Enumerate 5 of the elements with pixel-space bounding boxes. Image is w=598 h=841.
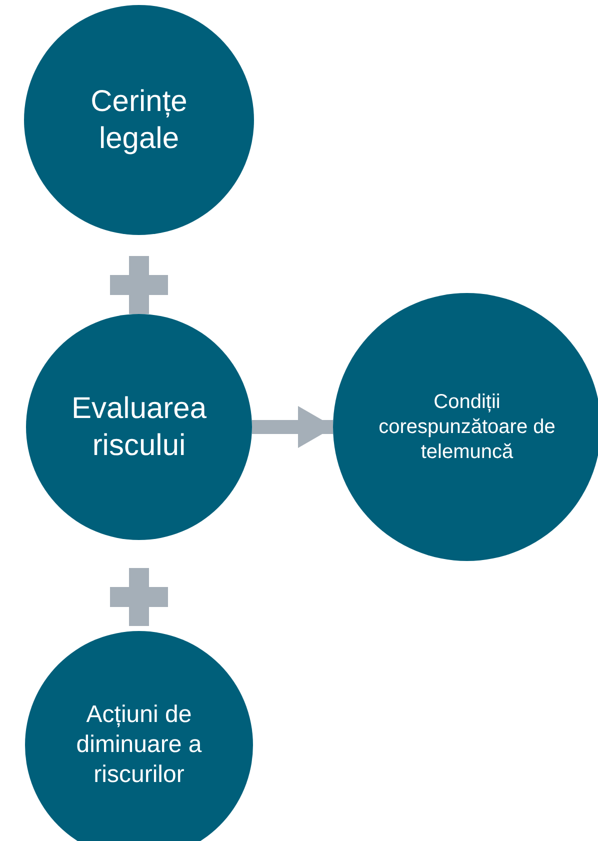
node-text: Evaluarea riscului — [70, 390, 208, 464]
node-text: Cerințe legale — [90, 84, 188, 157]
node-text: Acțiuni de diminuare a riscurilor — [75, 700, 203, 790]
arrow — [252, 406, 334, 448]
node-text: Condiții corespunzătoare de telemuncă — [378, 390, 556, 464]
